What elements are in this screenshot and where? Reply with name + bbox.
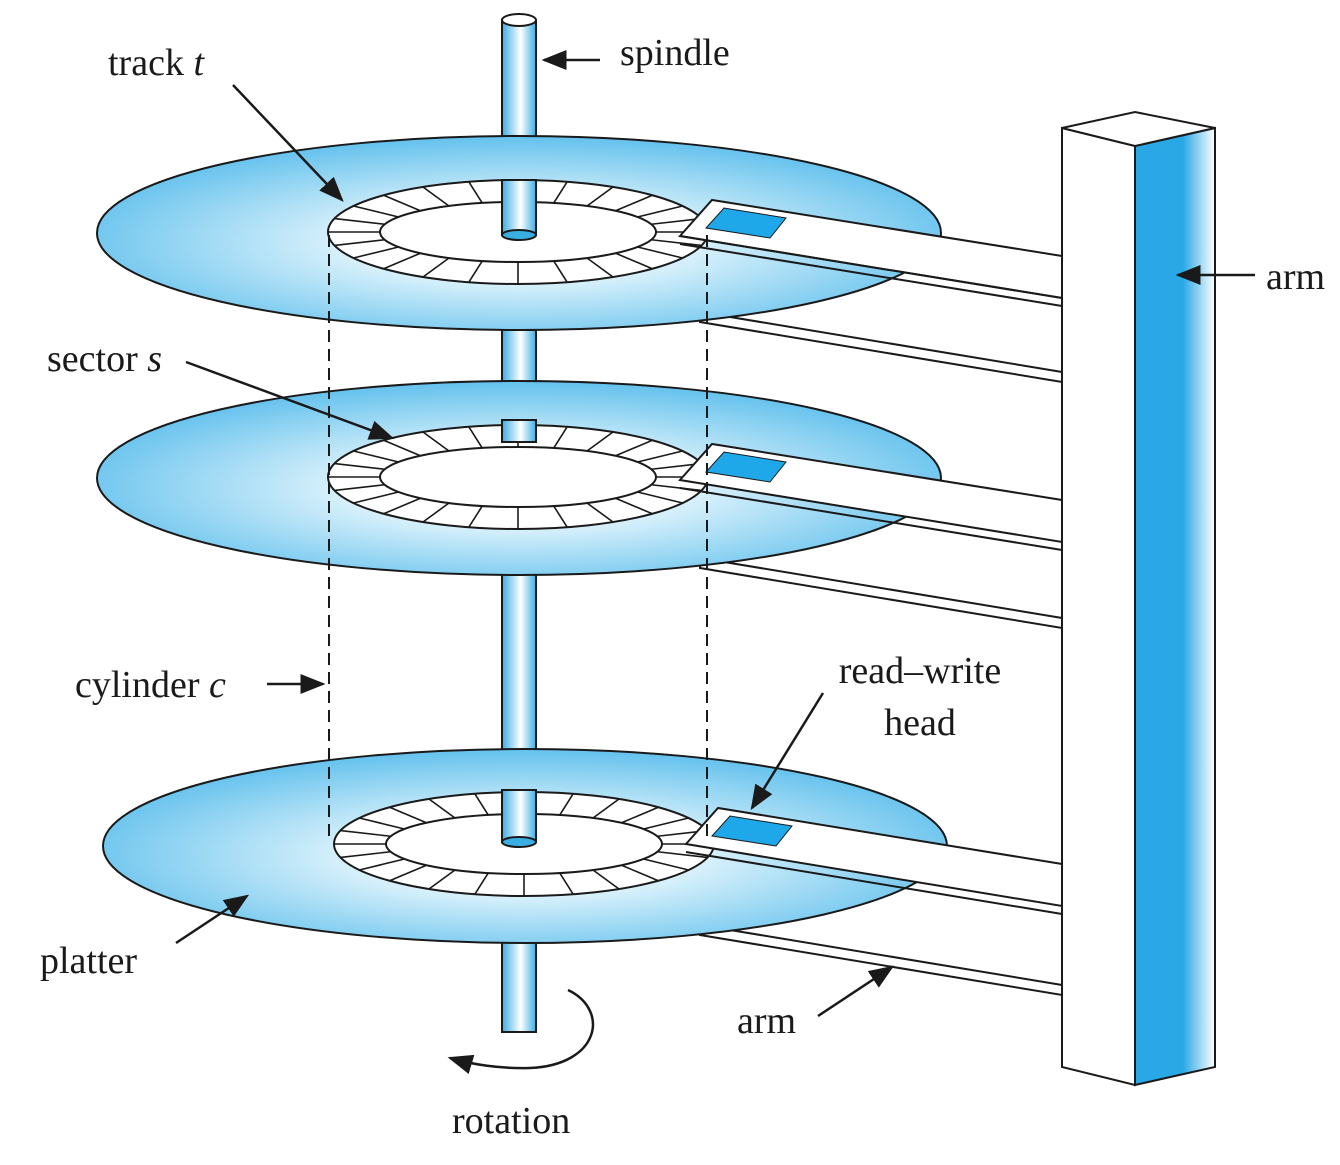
sector-divider <box>422 431 450 452</box>
sector-divider <box>637 246 683 259</box>
sector-divider <box>468 505 483 528</box>
sector-divider <box>383 439 421 457</box>
sector-divider <box>553 426 568 449</box>
sector-divider <box>592 869 620 890</box>
sector-divider <box>359 858 405 871</box>
sector-divider <box>353 205 399 218</box>
track-label: track t <box>108 42 205 84</box>
sector-divider <box>615 497 653 515</box>
sector-divider <box>468 260 483 283</box>
platter-arrow <box>175 894 250 945</box>
read-write-head-1 <box>705 207 787 239</box>
sector-divider <box>359 817 405 830</box>
sector-divider <box>643 858 689 871</box>
sector-divider <box>334 238 385 247</box>
spindle-inner <box>501 179 537 848</box>
sector-divider <box>553 181 568 204</box>
sector-divider <box>615 439 653 457</box>
sector-divider <box>621 806 659 824</box>
sector-divider <box>586 431 614 452</box>
read-write-head-line2: head <box>884 702 956 744</box>
sector-divider <box>383 252 421 270</box>
sector-divider <box>651 217 702 226</box>
sector-divider <box>340 850 391 859</box>
spindle-label: spindle <box>620 32 730 74</box>
sector-divider <box>353 450 399 463</box>
sector-divider <box>422 186 450 207</box>
sector-divider <box>586 186 614 207</box>
upper-arm-2 <box>678 442 1063 551</box>
sector-divider <box>615 194 653 212</box>
head-arrow <box>750 692 825 811</box>
sector-divider <box>428 798 456 819</box>
sector-divider <box>643 817 689 830</box>
sector-divider <box>637 491 683 504</box>
arm-column <box>1061 110 1216 1087</box>
read-write-head-3 <box>711 815 793 847</box>
read-write-head-label: read–write head <box>790 652 1050 742</box>
arm-bottom-arrow <box>817 965 895 1018</box>
read-write-head-2 <box>705 451 787 483</box>
cylinder-label: cylinder c <box>75 664 226 706</box>
arm-bottom-label: arm <box>737 1000 797 1042</box>
sector-arrow <box>185 360 395 440</box>
sector-divider <box>657 850 708 859</box>
pointer-arrows <box>175 50 1255 1075</box>
sector-divider <box>428 869 456 890</box>
sector-divider <box>553 505 568 528</box>
sector-divider <box>615 252 653 270</box>
sector-divider <box>651 238 702 247</box>
sector-divider <box>422 502 450 523</box>
sector-divider <box>586 502 614 523</box>
sector-divider <box>353 246 399 259</box>
sector-divider <box>340 829 391 838</box>
sector-divider <box>474 872 489 895</box>
sector-divider <box>468 181 483 204</box>
sector-divider <box>334 462 385 471</box>
sector-divider <box>383 194 421 212</box>
sector-divider <box>637 205 683 218</box>
rotation-label: rotation <box>452 1100 571 1142</box>
platter-label: platter <box>40 940 138 982</box>
sector-divider <box>621 864 659 882</box>
sector-divider <box>389 864 427 882</box>
sector-divider <box>468 426 483 449</box>
sector-divider <box>389 806 427 824</box>
track-ring-2 <box>327 424 709 530</box>
cylinder-lines <box>328 235 708 840</box>
sector-divider <box>592 798 620 819</box>
rotation-arrow <box>447 988 594 1075</box>
sector-divider <box>553 260 568 283</box>
sector-label: sector s <box>47 338 163 380</box>
sector-divider <box>383 497 421 515</box>
sector-divider <box>353 491 399 504</box>
arm-right-label: arm <box>1266 256 1326 298</box>
sector-divider <box>559 793 574 816</box>
upper-arm-1 <box>678 198 1063 307</box>
upper-arm-3 <box>684 806 1063 915</box>
sector-divider <box>559 872 574 895</box>
sector-divider <box>334 217 385 226</box>
sector-divider <box>474 793 489 816</box>
sector-divider <box>586 257 614 278</box>
sector-divider <box>334 483 385 492</box>
track-arrow <box>232 84 344 202</box>
sector-divider <box>637 450 683 463</box>
sector-divider <box>422 257 450 278</box>
read-write-head-line1: read–write <box>838 650 1002 692</box>
